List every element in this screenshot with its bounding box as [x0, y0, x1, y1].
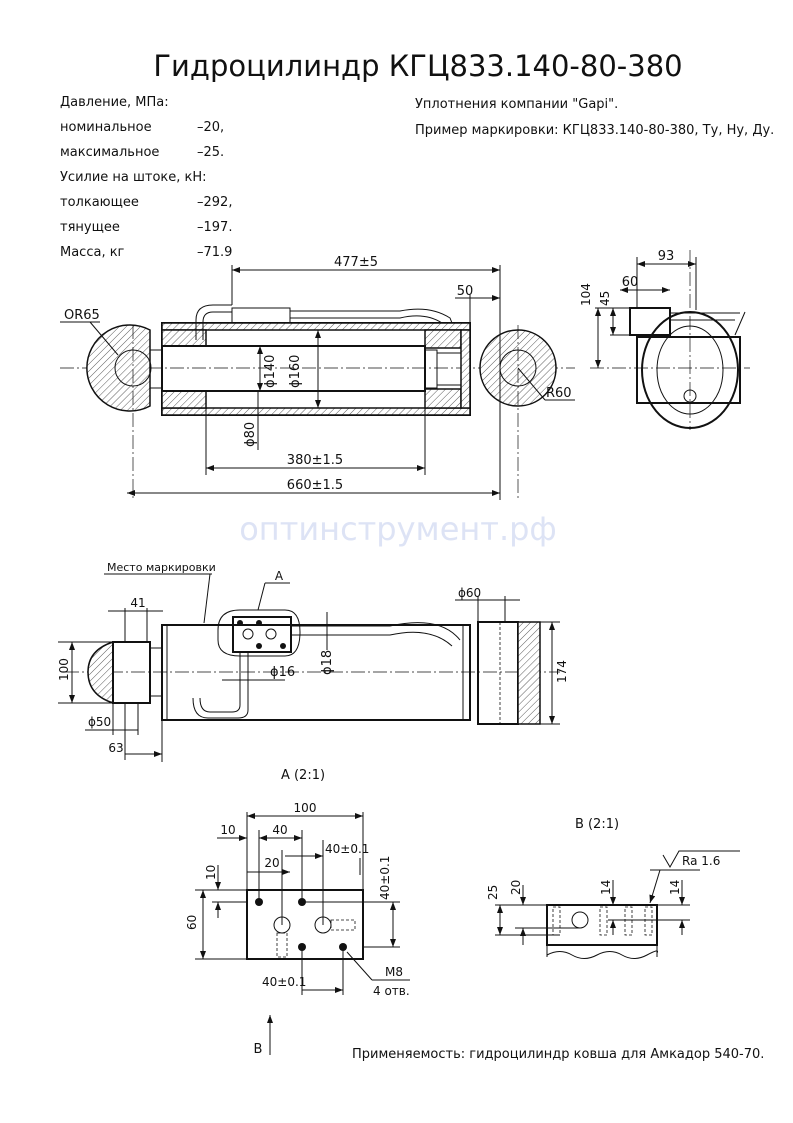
dim-b-14-b: 14 [668, 880, 682, 895]
section-view: 477±5 50 ϕ140 ϕ160 ϕ80 380±1.5 660±1.5 O… [60, 255, 575, 500]
dim-phi18: ϕ18 [320, 650, 335, 675]
detail-b-title: B (2:1) [575, 817, 619, 832]
drawing-title: Гидроцилиндр КГЦ833.140-80-380 [153, 49, 682, 83]
spec-label: тянущее [60, 220, 120, 235]
dim-45: 45 [598, 291, 612, 306]
dim-b-25: 25 [486, 885, 500, 900]
dim-a-40tol-bottom: 40±0.1 [262, 975, 306, 989]
spec-label: номинальное [60, 120, 152, 135]
dim-63: 63 [108, 741, 123, 755]
spec-value: –197. [197, 220, 232, 235]
callout-a: A [275, 569, 284, 583]
dim-a-10-h: 10 [220, 823, 235, 837]
specs-list: Давление, МПа: номинальное –20, максимал… [60, 95, 232, 260]
dim-93: 93 [658, 249, 675, 264]
dim-100: 100 [57, 658, 71, 681]
dim-or65: OR65 [64, 308, 100, 323]
spec-value: –292, [197, 195, 232, 210]
dim-b-14-a: 14 [599, 880, 613, 895]
applicability-note: Применяемость: гидроцилиндр ковша для Ам… [352, 1047, 764, 1062]
detail-a-title: A (2:1) [281, 768, 325, 783]
dim-phi160: ϕ160 [288, 355, 303, 388]
spec-value: –71.9 [197, 245, 232, 260]
dim-phi140: ϕ140 [263, 355, 278, 388]
detail-b: B (2:1) 25 20 14 14 Ra 1.6 [486, 817, 740, 959]
spec-label: Усилие на штоке, кН: [60, 170, 207, 185]
marking-example-note: Пример маркировки: КГЦ833.140-80-380, Ту… [415, 123, 774, 138]
dim-104: 104 [579, 283, 593, 306]
spec-label: толкающее [60, 195, 139, 210]
spec-label: Давление, МПа: [60, 95, 169, 110]
watermark: оптинструмент.рф [239, 510, 557, 548]
spec-label: максимальное [60, 145, 159, 160]
dim-174: 174 [555, 660, 569, 683]
dim-r60: R60 [546, 386, 572, 401]
spec-value: –20, [197, 120, 224, 135]
dim-a-60: 60 [185, 915, 199, 930]
dim-50: 50 [457, 284, 474, 299]
view-b-arrow-label: B [254, 1042, 263, 1057]
dim-a-100: 100 [294, 801, 317, 815]
dim-380: 380±1.5 [287, 453, 343, 468]
dim-a-40: 40 [272, 823, 287, 837]
side-view: 93 60 104 45 [579, 249, 750, 430]
outer-view: 100 41 ϕ50 63 Место маркировки A ϕ16 ϕ18… [57, 561, 569, 762]
dim-phi60: ϕ60 [458, 586, 481, 600]
dim-60: 60 [622, 275, 639, 290]
spec-label: Масса, кг [60, 245, 125, 260]
dim-phi50: ϕ50 [88, 715, 111, 729]
dim-a-40tol-top: 40±0.1 [325, 842, 369, 856]
holes-count: 4 отв. [373, 984, 410, 998]
dim-477: 477±5 [334, 255, 378, 270]
seals-note: Уплотнения компании "Gapi". [415, 97, 618, 112]
roughness-ra: Ra 1.6 [682, 854, 720, 868]
spec-value: –25. [197, 145, 224, 160]
detail-a: A (2:1) 100 10 40 20 40±0.1 10 60 40±0.1… [185, 768, 410, 1057]
thread-m8: M8 [385, 965, 403, 979]
dim-a-10-v: 10 [204, 865, 218, 880]
dim-660: 660±1.5 [287, 478, 343, 493]
dim-a-20: 20 [264, 856, 279, 870]
dim-phi16: ϕ16 [270, 665, 295, 680]
dim-b-20: 20 [509, 880, 523, 895]
dim-41: 41 [130, 596, 145, 610]
dim-a-40tol-v: 40±0.1 [378, 856, 392, 900]
marking-place-label: Место маркировки [107, 561, 216, 574]
dim-phi80: ϕ80 [243, 422, 258, 447]
